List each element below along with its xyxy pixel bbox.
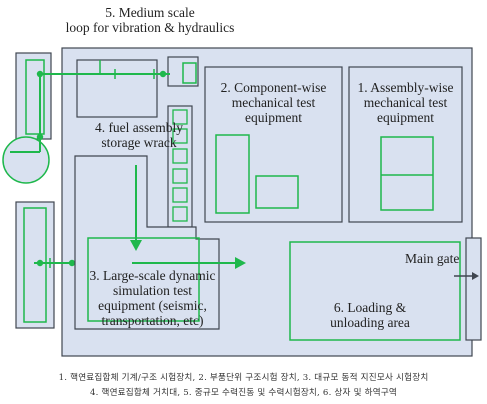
dynamic-label-line1: 3. Large-scale dynamic: [89, 268, 216, 283]
main-gate-label: Main gate: [405, 251, 460, 266]
storage-label-line2: storage wrack: [101, 135, 177, 150]
lower-pipe-node-2: [68, 259, 76, 267]
dynamic-label-line4: transportation, etc): [101, 313, 204, 328]
storage-slot-1: [172, 109, 188, 125]
loading-label-line2: unloading area: [330, 315, 410, 330]
lower-left-vessel: [23, 207, 47, 323]
component-area: [204, 66, 343, 223]
dynamic-label-line3: equipment (seismic,: [98, 298, 207, 313]
component-label: 2. Component-wise mechanical test equipm…: [208, 80, 339, 125]
loading-label: 6. Loading & unloading area: [300, 300, 440, 330]
loading-area: [289, 241, 461, 341]
main-gate: [465, 237, 482, 341]
caption-line-1: 1. 핵연료집합체 기계/구조 시험장치, 2. 부품단위 구조시험 장치, 3…: [58, 373, 429, 383]
storage-slot-6: [172, 206, 188, 222]
storage-slot-2: [172, 128, 188, 144]
storage-label: 4. fuel assembly storage wrack: [84, 120, 194, 150]
component-label-line2: mechanical test: [231, 95, 316, 110]
assembly-label-line2: mechanical test: [363, 95, 448, 110]
loop-valve-node: [36, 70, 44, 78]
loop-circular-tank: [2, 136, 50, 184]
dynamic-label-line2: simulation test: [112, 283, 193, 298]
component-rig-tall: [215, 134, 250, 214]
storage-label-line1: 4. fuel assembly: [94, 120, 184, 135]
lower-pipe-node-1: [36, 259, 44, 267]
dynamic-area: [74, 155, 220, 330]
lower-left-housing: [15, 201, 55, 329]
loop-title-line2: loop for vibration & hydraulics: [65, 20, 235, 35]
component-rig-small: [255, 175, 299, 209]
assembly-area: [348, 66, 463, 223]
loop-left-vessel: [25, 59, 45, 135]
loading-label-line1: 6. Loading &: [333, 300, 407, 315]
transport-arrow-head: [235, 257, 246, 269]
assembly-label-line1: 1. Assembly-wise: [357, 80, 454, 95]
assembly-label-line3: equipment: [377, 110, 434, 125]
loop-title-line1: 5. Medium scale: [105, 5, 195, 20]
loop-pump-box: [76, 59, 158, 118]
loop-right-tank: [182, 62, 197, 84]
dynamic-label: 3. Large-scale dynamic simulation test e…: [70, 268, 235, 328]
storage-slot-5: [172, 187, 188, 203]
dynamic-test-rig: [87, 237, 200, 322]
gate-arrow-head: [472, 272, 479, 280]
loop-title: 5. Medium scale loop for vibration & hyd…: [40, 5, 260, 35]
assembly-label: 1. Assembly-wise mechanical test equipme…: [349, 80, 462, 125]
component-label-line3: equipment: [245, 110, 302, 125]
loop-end-node: [159, 70, 167, 78]
assembly-rig: [380, 136, 434, 211]
storage-slot-3: [172, 148, 188, 164]
loop-left-housing: [15, 52, 52, 140]
storage-slot-4: [172, 168, 188, 184]
loop-junction-node: [36, 133, 44, 141]
crane-arrow-head: [130, 240, 142, 251]
component-label-line1: 2. Component-wise: [220, 80, 327, 95]
caption-line-2: 4. 핵연료집합체 거치대, 5. 중규모 수력진동 및 수력시험장치, 6. …: [89, 388, 398, 398]
